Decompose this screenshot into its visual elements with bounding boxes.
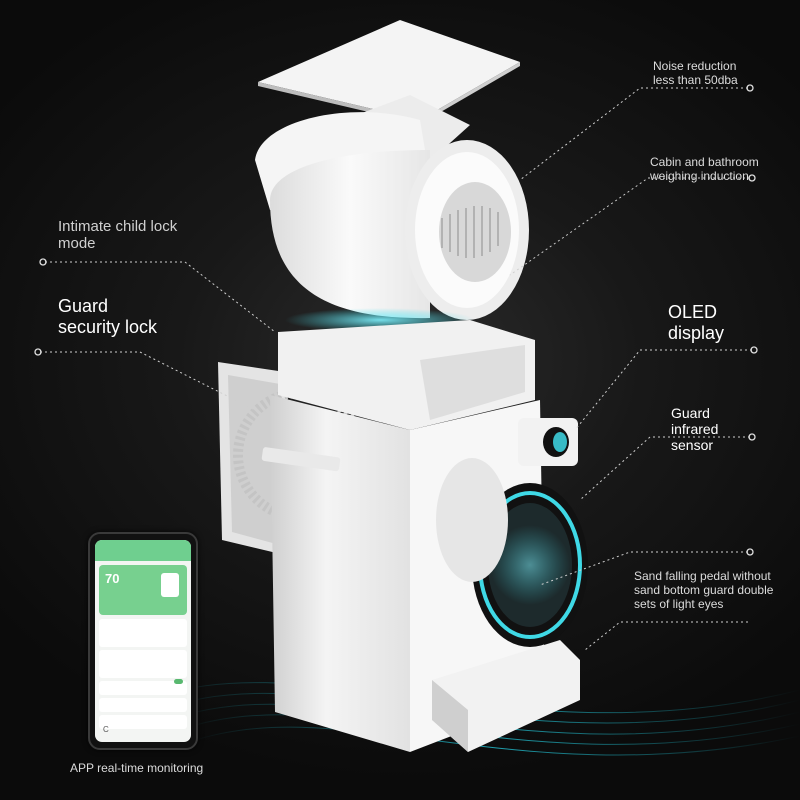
label-infrared-sensor: Guard infrared sensor <box>671 405 719 454</box>
app-header <box>95 549 191 561</box>
phone-screen: 70 C <box>95 540 191 742</box>
drum <box>255 95 529 332</box>
callout-dots <box>34 84 758 556</box>
label-child-lock: Intimate child lock mode <box>58 218 178 253</box>
label-oled-display: OLED display <box>668 302 725 343</box>
label-weighing-induction: Cabin and bathroom weighing induction <box>650 155 759 183</box>
toggle-switch <box>174 679 183 684</box>
phone-mockup: 70 C <box>88 532 198 750</box>
label-sand-pedal: Sand falling pedal without sand bottom g… <box>634 569 774 611</box>
label-app-monitoring: APP real-time monitoring <box>70 761 204 775</box>
app-value: 70 <box>105 571 120 586</box>
app-row <box>99 619 187 647</box>
device-thumbnail <box>161 573 179 597</box>
callout-lines <box>40 87 752 651</box>
phone-status-bar <box>95 540 191 549</box>
label-security-lock: Guard security lock <box>58 296 158 337</box>
grate <box>441 206 499 258</box>
label-noise-reduction: Noise reduction less than 50dba <box>653 59 738 87</box>
app-row-letter: C <box>103 725 109 734</box>
app-row <box>99 681 187 695</box>
app-status-card: 70 <box>99 565 187 615</box>
app-row <box>99 698 187 712</box>
base-body <box>218 320 588 752</box>
app-row <box>99 650 187 678</box>
app-row <box>99 715 187 729</box>
